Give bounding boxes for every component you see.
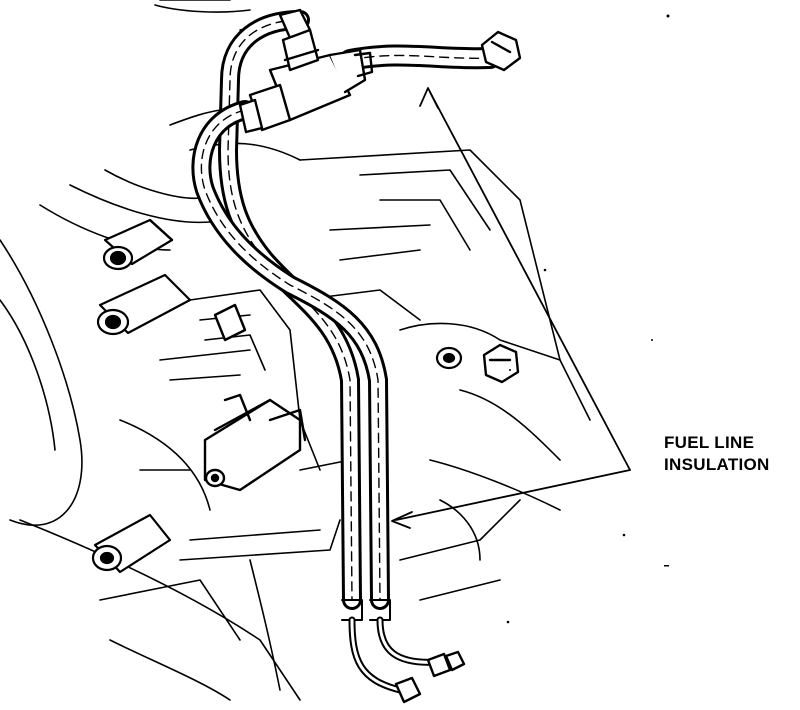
fuel-line-hose bbox=[191, 10, 501, 694]
mounting-bracket-icon bbox=[203, 303, 307, 492]
fuel-filter-fittings bbox=[238, 8, 522, 704]
fuel-line-insulation-label: FUEL LINE INSULATION bbox=[664, 432, 800, 476]
hex-fitting-icon bbox=[482, 343, 520, 384]
engine-block bbox=[0, 0, 591, 701]
callout-line-2: INSULATION bbox=[664, 455, 770, 474]
callout-leaders bbox=[391, 87, 631, 529]
scan-specks bbox=[506, 14, 670, 624]
callout-line-1: FUEL LINE bbox=[664, 433, 755, 452]
engine-bosses bbox=[91, 218, 463, 574]
